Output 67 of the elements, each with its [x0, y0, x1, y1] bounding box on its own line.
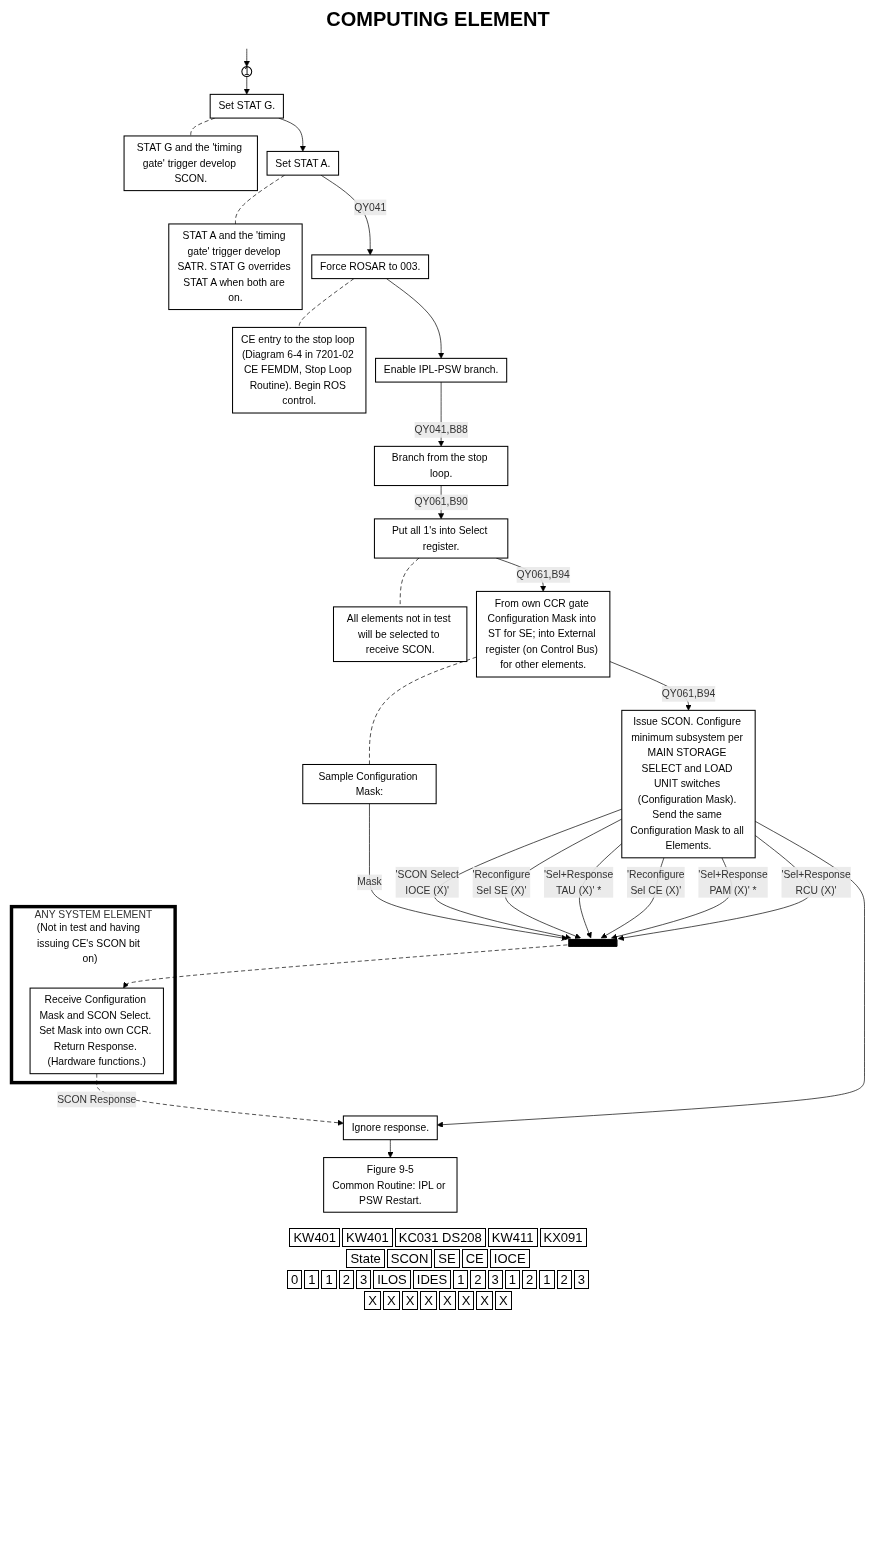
edge-label: QY061,B94 — [516, 568, 570, 581]
node-box: Figure 9-5 Common Routine: IPL or PSW Restart. — [323, 1157, 458, 1213]
node-box: Enable IPL-PSW branch. — [375, 357, 508, 383]
edge-label: QY061,B90 — [414, 495, 468, 508]
table-cell-text: X — [401, 1290, 419, 1310]
node-box: Set STAT A. — [266, 150, 340, 176]
table-cell-text: IOCE — [489, 1248, 530, 1268]
table-cell-text: 2 — [338, 1269, 354, 1289]
table-cell-text: ILOS — [373, 1269, 411, 1289]
edge-label: SCON Response — [57, 1092, 137, 1105]
table-cell-text: 2 — [470, 1269, 486, 1289]
table-cell-text: 3 — [355, 1269, 372, 1289]
node-box: CE entry to the stop loop (Diagram 6-4 in 7201-02 CE FEMDM, Stop Loop Routine). Begin ROS control. — [232, 326, 367, 414]
table-cell-text: X — [476, 1290, 493, 1310]
node-box: STAT A and the 'timing gate' trigger develop SATR. STAT G overrides STAT A when both are on. — [168, 223, 303, 311]
edge-label: QY041,B88 — [414, 423, 468, 436]
connector — [298, 278, 355, 328]
table-cell-text: CE — [461, 1248, 488, 1268]
edge-label: QY061,B94 — [661, 687, 716, 700]
edge-label: QY041 — [354, 200, 387, 213]
diagram-title: COMPUTING ELEMENT — [325, 8, 551, 31]
table-cell-text: 2 — [522, 1269, 538, 1289]
node-box: Receive Configuration Mask and SCON Select. Set Mask into own CCR. Return Response. (Hardware functions.) — [29, 987, 164, 1075]
edge-label: 'Sel+Response PAM (X)' * — [698, 868, 768, 896]
node-box: Force ROSAR to 003. — [311, 254, 430, 280]
table-cell-text: X — [439, 1290, 456, 1310]
table-cell-text: 1 — [304, 1269, 320, 1289]
node-box: STAT G and the 'timing gate' trigger develop SCON. — [123, 135, 258, 192]
connector — [399, 557, 420, 608]
table-cell-text: 3 — [487, 1269, 503, 1289]
node-box: Branch from the stop loop. — [373, 445, 509, 487]
table-cell-text: SE — [434, 1248, 460, 1268]
node-box: From own CCR gate Configuration Mask into ST for SE; into External register (on Control Bus) for other elements. — [475, 590, 611, 678]
table-cell-text: 3 — [573, 1269, 589, 1289]
table-cell-text: X — [457, 1290, 475, 1310]
edge-label: Mask — [357, 875, 382, 888]
edge-label: 'Sel+Response RCU (X)' — [781, 868, 851, 896]
edge-label: 'Reconfigure Sel CE (X)' — [626, 868, 685, 896]
table-cell-text: KW401 — [342, 1227, 393, 1247]
table-cell-text: X — [495, 1290, 512, 1310]
table-cell-text: 1 — [321, 1269, 337, 1289]
table-cell-text: KC031 DS208 — [394, 1227, 486, 1247]
table-cell-text: X — [420, 1290, 437, 1310]
edge-label: 'Reconfigure Sel SE (X)' — [472, 868, 531, 896]
table-cell-text: 1 — [539, 1269, 555, 1289]
table-cell-text: 0 — [287, 1269, 303, 1289]
table-cell-text: X — [364, 1290, 381, 1310]
edge-label: 'Sel+Response TAU (X)' * — [543, 868, 614, 896]
table-cell-text: KX091 — [539, 1227, 587, 1247]
node-box: Sample Configuration Mask: — [302, 763, 437, 805]
table-cell-text: KW401 — [289, 1227, 341, 1247]
table-cell-text: SCON — [386, 1248, 433, 1268]
edge-label: 'SCON Select IOCE (X)' — [395, 868, 459, 896]
connector — [235, 174, 285, 225]
node-box: All elements not in test will be selected to receive SCON. — [332, 606, 468, 663]
table-cell-text: KW411 — [487, 1227, 538, 1247]
node-circle: 1 — [241, 66, 253, 77]
table-cell-text: X — [383, 1290, 400, 1310]
table-cell-text: IDES — [412, 1269, 452, 1289]
table-cell-text: 1 — [504, 1269, 521, 1289]
table-cell-text: 2 — [556, 1269, 572, 1289]
node-box: Issue SCON. Configure minimum subsystem per MAIN STORAGE SELECT and LOAD UNIT switches (Configuration Mask). Send the same Configuration Mask to all Elements. — [621, 709, 756, 859]
table-cell-text: State — [346, 1248, 385, 1268]
node-box: Ignore response. — [342, 1115, 438, 1141]
node-box: Set STAT G. — [209, 93, 284, 119]
table-cell-text: 1 — [453, 1269, 469, 1289]
node-box: Put all 1's into Select register. — [373, 518, 509, 559]
